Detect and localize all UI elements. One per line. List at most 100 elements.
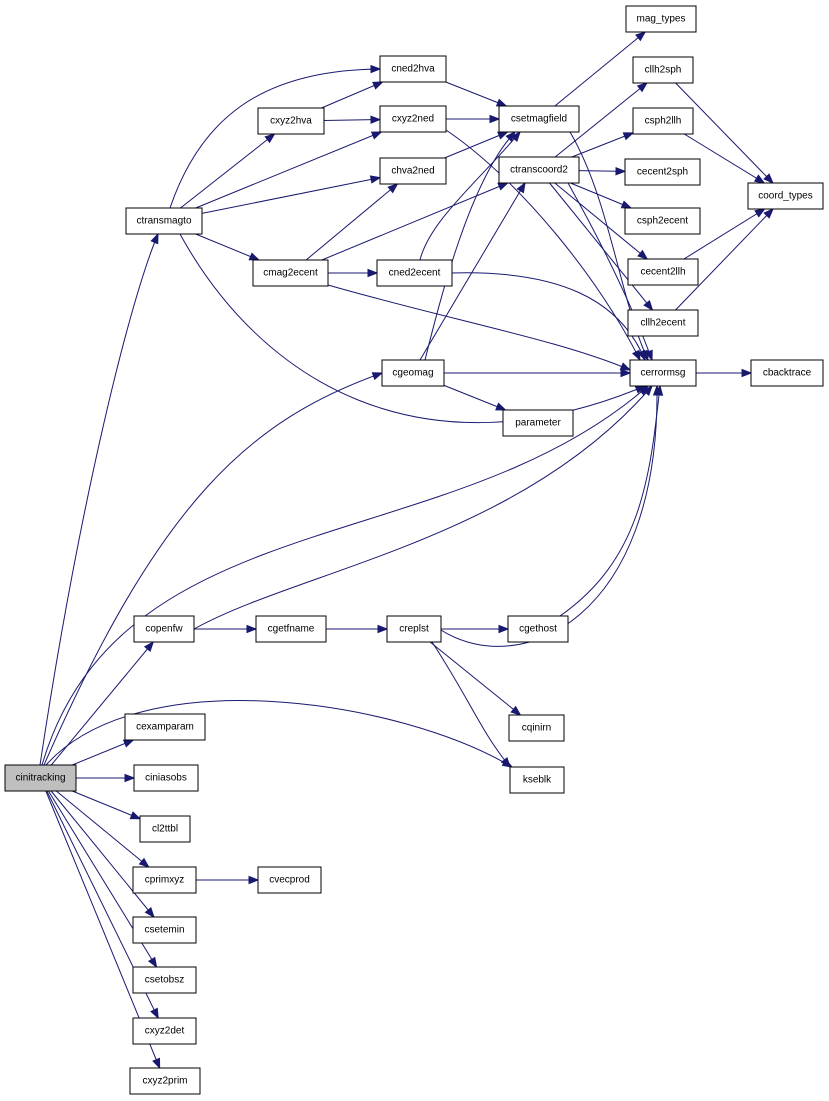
edge-cinitracking-to-cgeomag bbox=[43, 372, 384, 766]
node-box bbox=[132, 916, 197, 944]
node-label: csph2llh bbox=[645, 116, 682, 127]
node-chva2ned[interactable]: chva2ned bbox=[379, 157, 447, 185]
edge-line bbox=[201, 177, 381, 214]
node-parameter[interactable]: parameter bbox=[502, 409, 574, 437]
node-box bbox=[381, 359, 445, 387]
edge-line bbox=[169, 68, 381, 209]
node-ctranscoord2[interactable]: ctranscoord2 bbox=[498, 156, 580, 184]
node-ctransmagto[interactable]: ctransmagto bbox=[125, 207, 203, 235]
edge-line bbox=[55, 790, 150, 868]
arrowhead-icon bbox=[510, 130, 521, 143]
node-csetmagfield[interactable]: csetmagfield bbox=[498, 105, 580, 133]
node-cxyz2hva[interactable]: cxyz2hva bbox=[257, 107, 325, 135]
node-box bbox=[507, 615, 569, 643]
edge-cinitracking-to-cerrormsg bbox=[41, 385, 650, 766]
edge-line bbox=[321, 182, 508, 261]
arrowhead-icon bbox=[152, 1057, 161, 1070]
node-coord-types[interactable]: coord_types bbox=[747, 182, 824, 210]
arrowhead-icon bbox=[754, 208, 766, 218]
node-cxyz2ned[interactable]: cxyz2ned bbox=[379, 105, 447, 133]
arrowhead-icon bbox=[620, 368, 632, 378]
node-csph2ecent[interactable]: csph2ecent bbox=[624, 207, 701, 235]
node-kseblk[interactable]: kseblk bbox=[509, 766, 565, 794]
node-cllh2ecent[interactable]: cllh2ecent bbox=[627, 309, 699, 337]
edge-cgeomag-to-csetmagfield bbox=[424, 130, 516, 361]
node-label: cned2hva bbox=[391, 64, 435, 75]
edge-cgeomag-to-ctranscoord2 bbox=[419, 181, 526, 361]
edge-cxyz2ned-to-csetmagfield bbox=[446, 114, 501, 124]
node-cmag2ecent[interactable]: cmag2ecent bbox=[252, 259, 329, 287]
edge-cecent2llh-to-coord_types bbox=[683, 208, 766, 260]
node-cexamparam[interactable]: cexamparam bbox=[124, 713, 206, 741]
edge-line bbox=[180, 133, 275, 209]
nodes-layer: mag_types cllh2sph cned2hva cxyz2hva cxyz2ne… bbox=[4, 5, 824, 1095]
node-box bbox=[632, 107, 694, 135]
edge-cinitracking-to-cexamparam bbox=[72, 739, 135, 766]
node-cvecprod[interactable]: cvecprod bbox=[257, 866, 322, 894]
edge-line bbox=[451, 272, 646, 361]
node-label: ciniasobs bbox=[145, 773, 187, 784]
node-cinitracking[interactable]: cinitracking bbox=[4, 764, 77, 792]
node-label: coord_types bbox=[758, 191, 812, 202]
edge-line bbox=[419, 182, 526, 361]
node-label: csetemin bbox=[144, 925, 184, 936]
node-label: cprimxyz bbox=[145, 875, 184, 886]
edge-line bbox=[570, 182, 632, 209]
node-box bbox=[257, 866, 322, 894]
arrowhead-icon bbox=[498, 624, 510, 634]
edge-line bbox=[424, 131, 516, 361]
edge-cxyz2hva-to-cned2hva bbox=[321, 81, 384, 109]
node-box bbox=[747, 182, 824, 210]
edge-line bbox=[554, 31, 646, 107]
node-label: ctransmagto bbox=[136, 216, 191, 227]
node-label: chva2ned bbox=[391, 166, 434, 177]
arrowhead-icon bbox=[150, 232, 159, 245]
node-cgeomag[interactable]: cgeomag bbox=[381, 359, 445, 387]
edge-line bbox=[675, 208, 774, 311]
node-cbacktrace[interactable]: cbacktrace bbox=[750, 359, 824, 387]
node-ciniasobs[interactable]: ciniasobs bbox=[133, 764, 199, 792]
arrowhead-icon bbox=[246, 624, 258, 634]
node-cllh2sph[interactable]: cllh2sph bbox=[632, 56, 694, 84]
arrowhead-icon bbox=[370, 115, 382, 124]
node-cgethost[interactable]: cgethost bbox=[507, 615, 569, 643]
node-cxyz2det[interactable]: cxyz2det bbox=[132, 1017, 197, 1045]
edge-line bbox=[327, 284, 631, 371]
node-creplst[interactable]: creplst bbox=[386, 615, 442, 643]
arrowhead-icon bbox=[144, 906, 155, 919]
node-mag-types[interactable]: mag_types bbox=[625, 5, 697, 33]
node-box bbox=[4, 764, 77, 792]
node-cxyz2prim[interactable]: cxyz2prim bbox=[129, 1067, 201, 1095]
node-cecent2llh[interactable]: cecent2llh bbox=[627, 258, 699, 286]
node-cned2hva[interactable]: cned2hva bbox=[379, 55, 447, 83]
edge-creplst-to-cgethost bbox=[441, 624, 510, 634]
edge-line bbox=[683, 133, 765, 184]
node-cerrormsg[interactable]: cerrormsg bbox=[629, 359, 697, 387]
node-csetobsz[interactable]: csetobsz bbox=[132, 966, 197, 994]
arrowhead-icon bbox=[644, 349, 653, 362]
node-label: cmag2ecent bbox=[263, 268, 318, 279]
arrowhead-icon bbox=[387, 183, 399, 194]
edge-line bbox=[431, 641, 511, 768]
arrowhead-icon bbox=[143, 640, 155, 653]
edge-cinitracking-to-cl2ttbl bbox=[72, 790, 142, 820]
node-csetemin[interactable]: csetemin bbox=[132, 916, 197, 944]
arrowhead-icon bbox=[763, 173, 774, 184]
edge-ctranscoord2-to-cllh2sph bbox=[554, 82, 648, 158]
node-cned2ecent[interactable]: cned2ecent bbox=[376, 259, 453, 287]
node-csph2llh[interactable]: csph2llh bbox=[632, 107, 694, 135]
edge-cgethost-to-cerrormsg bbox=[559, 384, 664, 617]
edge-cinitracking-to-cprimxyz bbox=[55, 790, 150, 868]
node-cgetfname[interactable]: cgetfname bbox=[255, 615, 327, 643]
node-cl2ttbl[interactable]: cl2ttbl bbox=[139, 815, 191, 843]
edge-ctranscoord2-to-csph2llh bbox=[571, 132, 635, 158]
edge-cinitracking-to-ciniasobs bbox=[76, 773, 136, 783]
arrowhead-icon bbox=[500, 756, 511, 769]
node-copenfw[interactable]: copenfw bbox=[133, 615, 195, 643]
arrowhead-icon bbox=[495, 98, 508, 107]
node-box bbox=[252, 259, 329, 287]
node-cqinirn[interactable]: cqinirn bbox=[508, 714, 565, 742]
node-box bbox=[376, 259, 453, 287]
node-cecent2sph[interactable]: cecent2sph bbox=[624, 158, 701, 186]
node-cprimxyz[interactable]: cprimxyz bbox=[132, 866, 197, 894]
